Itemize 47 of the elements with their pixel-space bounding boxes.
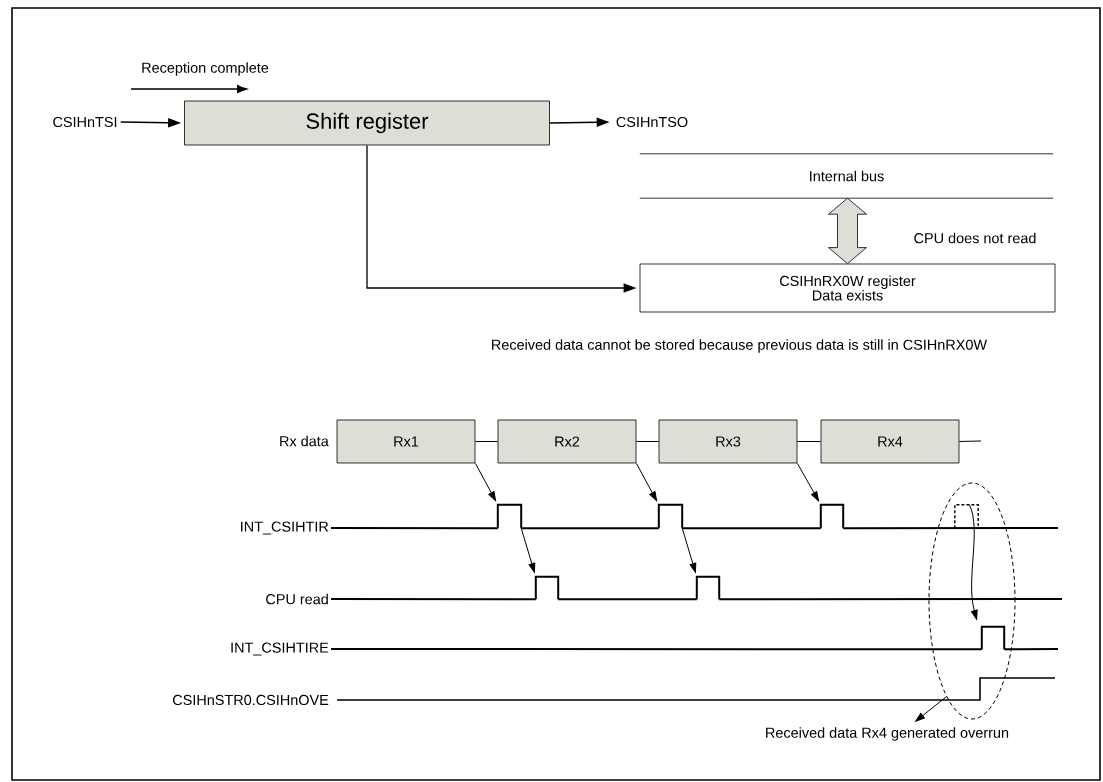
dashed-pulse: [954, 504, 979, 529]
note-text: Received data Rx4 generated overrun: [766, 727, 1009, 741]
bus-band: Internal bus: [639, 153, 1054, 199]
connector-line: [718, 598, 1063, 601]
edge-label: CPU does not read: [912, 231, 1038, 245]
caption-text: Reception complete: [139, 60, 271, 78]
connector-line: [330, 598, 537, 601]
connector-line: [635, 441, 660, 442]
shift-register-box: Shift register: [184, 100, 550, 146]
pulse: [496, 503, 523, 530]
pulse: [819, 503, 845, 530]
arrow: [635, 462, 658, 502]
signal-name: CPU read: [266, 593, 328, 605]
connector-line: [330, 648, 983, 651]
leader-line: [915, 696, 947, 722]
signal-name: CSIHnTSO: [616, 116, 688, 128]
note-text: Received data cannot be stored because previous data is still in CSIHnRX0W: [488, 337, 990, 355]
signal-name: CSIHnSTR0.CSIHnOVE: [170, 692, 331, 708]
register-box: CSIHnRX0W register Data exists: [639, 263, 1056, 313]
block-arrow: [828, 197, 867, 264]
signal-name: INT_CSIHTIRE: [231, 642, 329, 656]
signal-name: CSIHnTSI: [53, 116, 117, 128]
arrow: [681, 527, 697, 573]
connector-line: [330, 527, 499, 530]
arrow: [796, 462, 819, 502]
pulse: [534, 575, 560, 601]
arrow: [969, 504, 978, 620]
connector-line: [474, 441, 499, 442]
arrow: [474, 462, 497, 502]
data-box: Rx4: [820, 419, 960, 464]
connector-line: [958, 440, 982, 442]
arrow: [520, 527, 536, 573]
connector-line: [1003, 648, 1059, 651]
connector-line: [681, 527, 822, 530]
data-box: Rx2: [497, 419, 637, 464]
dashed-ellipse: [928, 482, 1016, 720]
signal-name: Rx data: [277, 433, 331, 449]
connector-line: [842, 527, 1059, 530]
data-box: Rx1: [336, 419, 476, 464]
pulse: [657, 503, 684, 530]
pulse: [695, 575, 721, 601]
connector-line: [796, 441, 822, 442]
pulse: [980, 625, 1006, 651]
data-box: Rx3: [658, 419, 798, 464]
connector-line: [520, 527, 660, 530]
connector-line: [557, 598, 698, 601]
signal-name: INT_CSIHTIR: [241, 521, 329, 535]
